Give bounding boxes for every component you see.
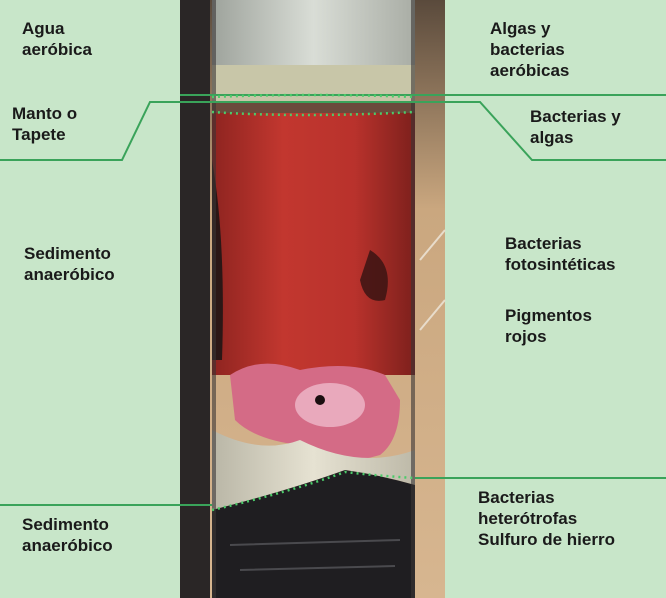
mat-layer (212, 65, 415, 107)
tube-left-edge (212, 0, 216, 598)
label-algas-bacterias-aerobicas: Algas y bacterias aeróbicas (490, 18, 569, 81)
label-agua-aerobica: Agua aeróbica (22, 18, 92, 60)
label-bacterias-fotosinteticas: Bacterias fotosintéticas (505, 233, 616, 275)
tube-right-edge (411, 0, 415, 598)
label-bacterias-heterotrofas: Bacterias heterótrofas Sulfuro de hierro (478, 487, 615, 550)
background-dark-left (180, 0, 210, 598)
pink-highlight (295, 383, 365, 427)
label-sedimento-anaerobico-upper: Sedimento anaeróbico (24, 243, 115, 285)
label-pigmentos-rojos: Pigmentos rojos (505, 305, 592, 347)
water-layer (212, 0, 415, 65)
label-bacterias-algas: Bacterias y algas (530, 106, 621, 148)
red-sediment-layer (212, 113, 415, 375)
black-spot (315, 395, 325, 405)
label-sedimento-anaerobico-lower: Sedimento anaeróbico (22, 514, 113, 556)
label-manto-tapete: Manto o Tapete (12, 103, 77, 145)
